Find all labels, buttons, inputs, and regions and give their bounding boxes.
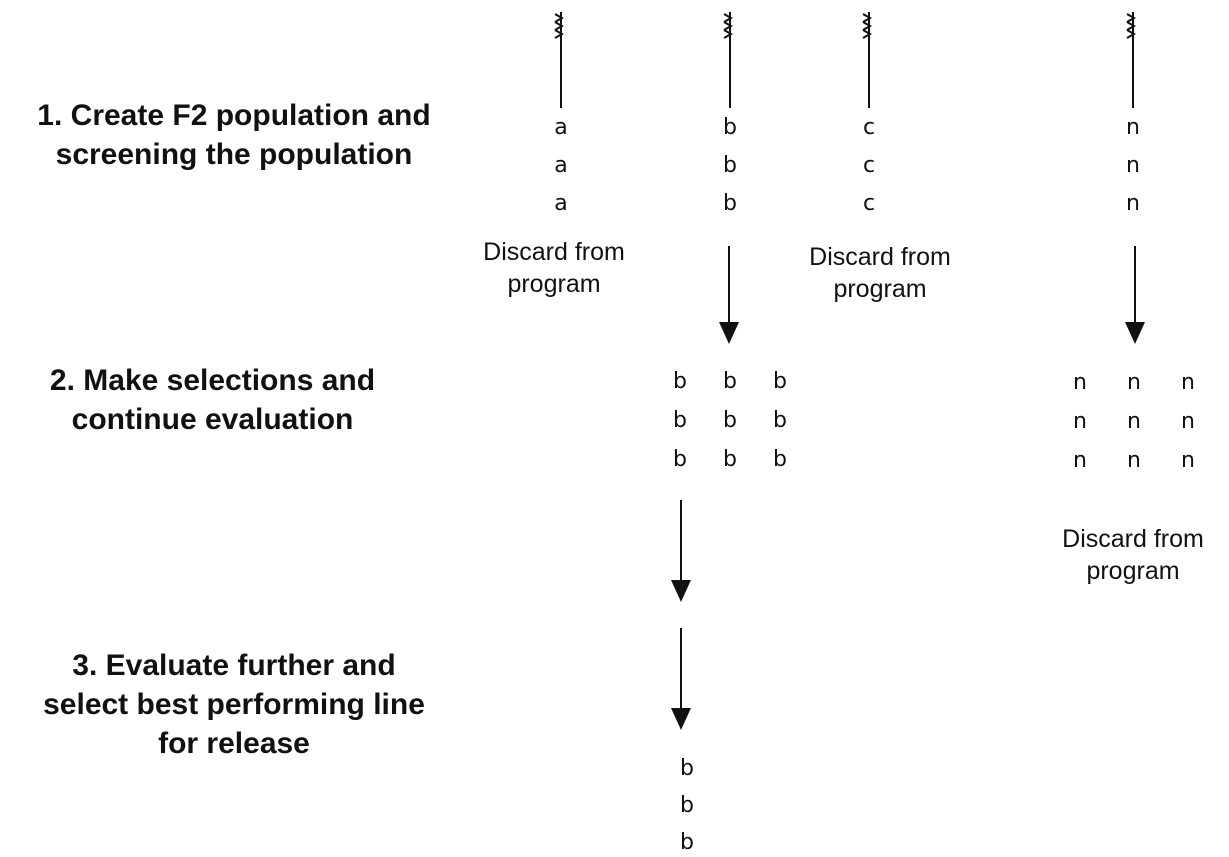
selection-b-cell: b	[723, 408, 737, 433]
selection-n-cell: n	[1181, 370, 1195, 395]
plant-b-letter-3: b	[723, 191, 737, 216]
selection-n-cell: n	[1127, 409, 1141, 434]
selection-b-cell: b	[673, 447, 687, 472]
discard-note-a-line-1: Discard from	[483, 238, 625, 266]
plant-c-letter-2: c	[862, 153, 876, 178]
step-2-line-2: continue evaluation	[71, 403, 354, 436]
plant-b-letter-2: b	[723, 153, 737, 178]
plant-icon	[1126, 12, 1137, 108]
arrow-b-to-selections	[719, 246, 739, 344]
step-3-line-3: for release	[158, 727, 310, 760]
step-2-label: 2. Make selections and continue evaluati…	[0, 361, 425, 439]
discard-note-c: Discard from program	[809, 241, 951, 305]
step-3-line-2: select best performing line	[43, 688, 425, 721]
plant-b-letter-1: b	[723, 115, 737, 140]
selection-n-cell: n	[1127, 370, 1141, 395]
plant-icon	[723, 12, 734, 108]
plant-n-letter-3: n	[1126, 191, 1140, 216]
plant-a-letter-1: a	[554, 115, 568, 140]
selection-n-cell: n	[1073, 448, 1087, 473]
final-line-letter: b	[680, 756, 694, 781]
selection-b-cell: b	[723, 447, 737, 472]
discard-note-n-line-2: program	[1086, 557, 1180, 585]
selection-b-cell: b	[773, 408, 787, 433]
selection-b-cell: b	[723, 369, 737, 394]
step-3-line-1: 3. Evaluate further and	[72, 649, 396, 682]
plant-a-letter-3: a	[554, 191, 568, 216]
discard-note-n: Discard from program	[1062, 523, 1204, 587]
selection-n-cell: n	[1073, 370, 1087, 395]
selection-b-cell: b	[673, 408, 687, 433]
selection-n-cell: n	[1073, 409, 1087, 434]
discard-note-c-line-2: program	[833, 275, 927, 303]
discard-note-n-line-1: Discard from	[1062, 525, 1204, 553]
plant-n-letter-1: n	[1126, 115, 1140, 140]
selection-n-cell: n	[1181, 448, 1195, 473]
plant-icon	[862, 12, 873, 108]
step-1-label: 1. Create F2 population and screening th…	[0, 96, 468, 174]
selection-b-cell: b	[673, 369, 687, 394]
selection-b-cell: b	[773, 447, 787, 472]
discard-note-a-line-2: program	[507, 270, 601, 298]
selection-b-cell: b	[773, 369, 787, 394]
arrow-step-3-to-release	[671, 628, 691, 730]
arrow-selections-to-step-3	[671, 500, 691, 602]
discard-note-c-line-1: Discard from	[809, 243, 951, 271]
plant-a-letter-2: a	[554, 153, 568, 178]
step-1-line-1: 1. Create F2 population and	[37, 99, 431, 132]
step-3-label: 3. Evaluate further and select best perf…	[0, 646, 468, 763]
plant-n-letter-2: n	[1126, 153, 1140, 178]
selection-n-cell: n	[1181, 409, 1195, 434]
selection-n-cell: n	[1127, 448, 1141, 473]
final-line-letter: b	[680, 793, 694, 818]
plant-c-letter-1: c	[862, 115, 876, 140]
arrow-n-to-selections	[1125, 246, 1145, 344]
step-2-line-1: 2. Make selections and	[49, 364, 376, 397]
final-line-letter: b	[680, 830, 694, 855]
step-1-line-2: screening the population	[55, 138, 413, 171]
plant-c-letter-3: c	[862, 191, 876, 216]
discard-note-a: Discard from program	[483, 236, 625, 300]
plant-icon	[554, 12, 565, 108]
